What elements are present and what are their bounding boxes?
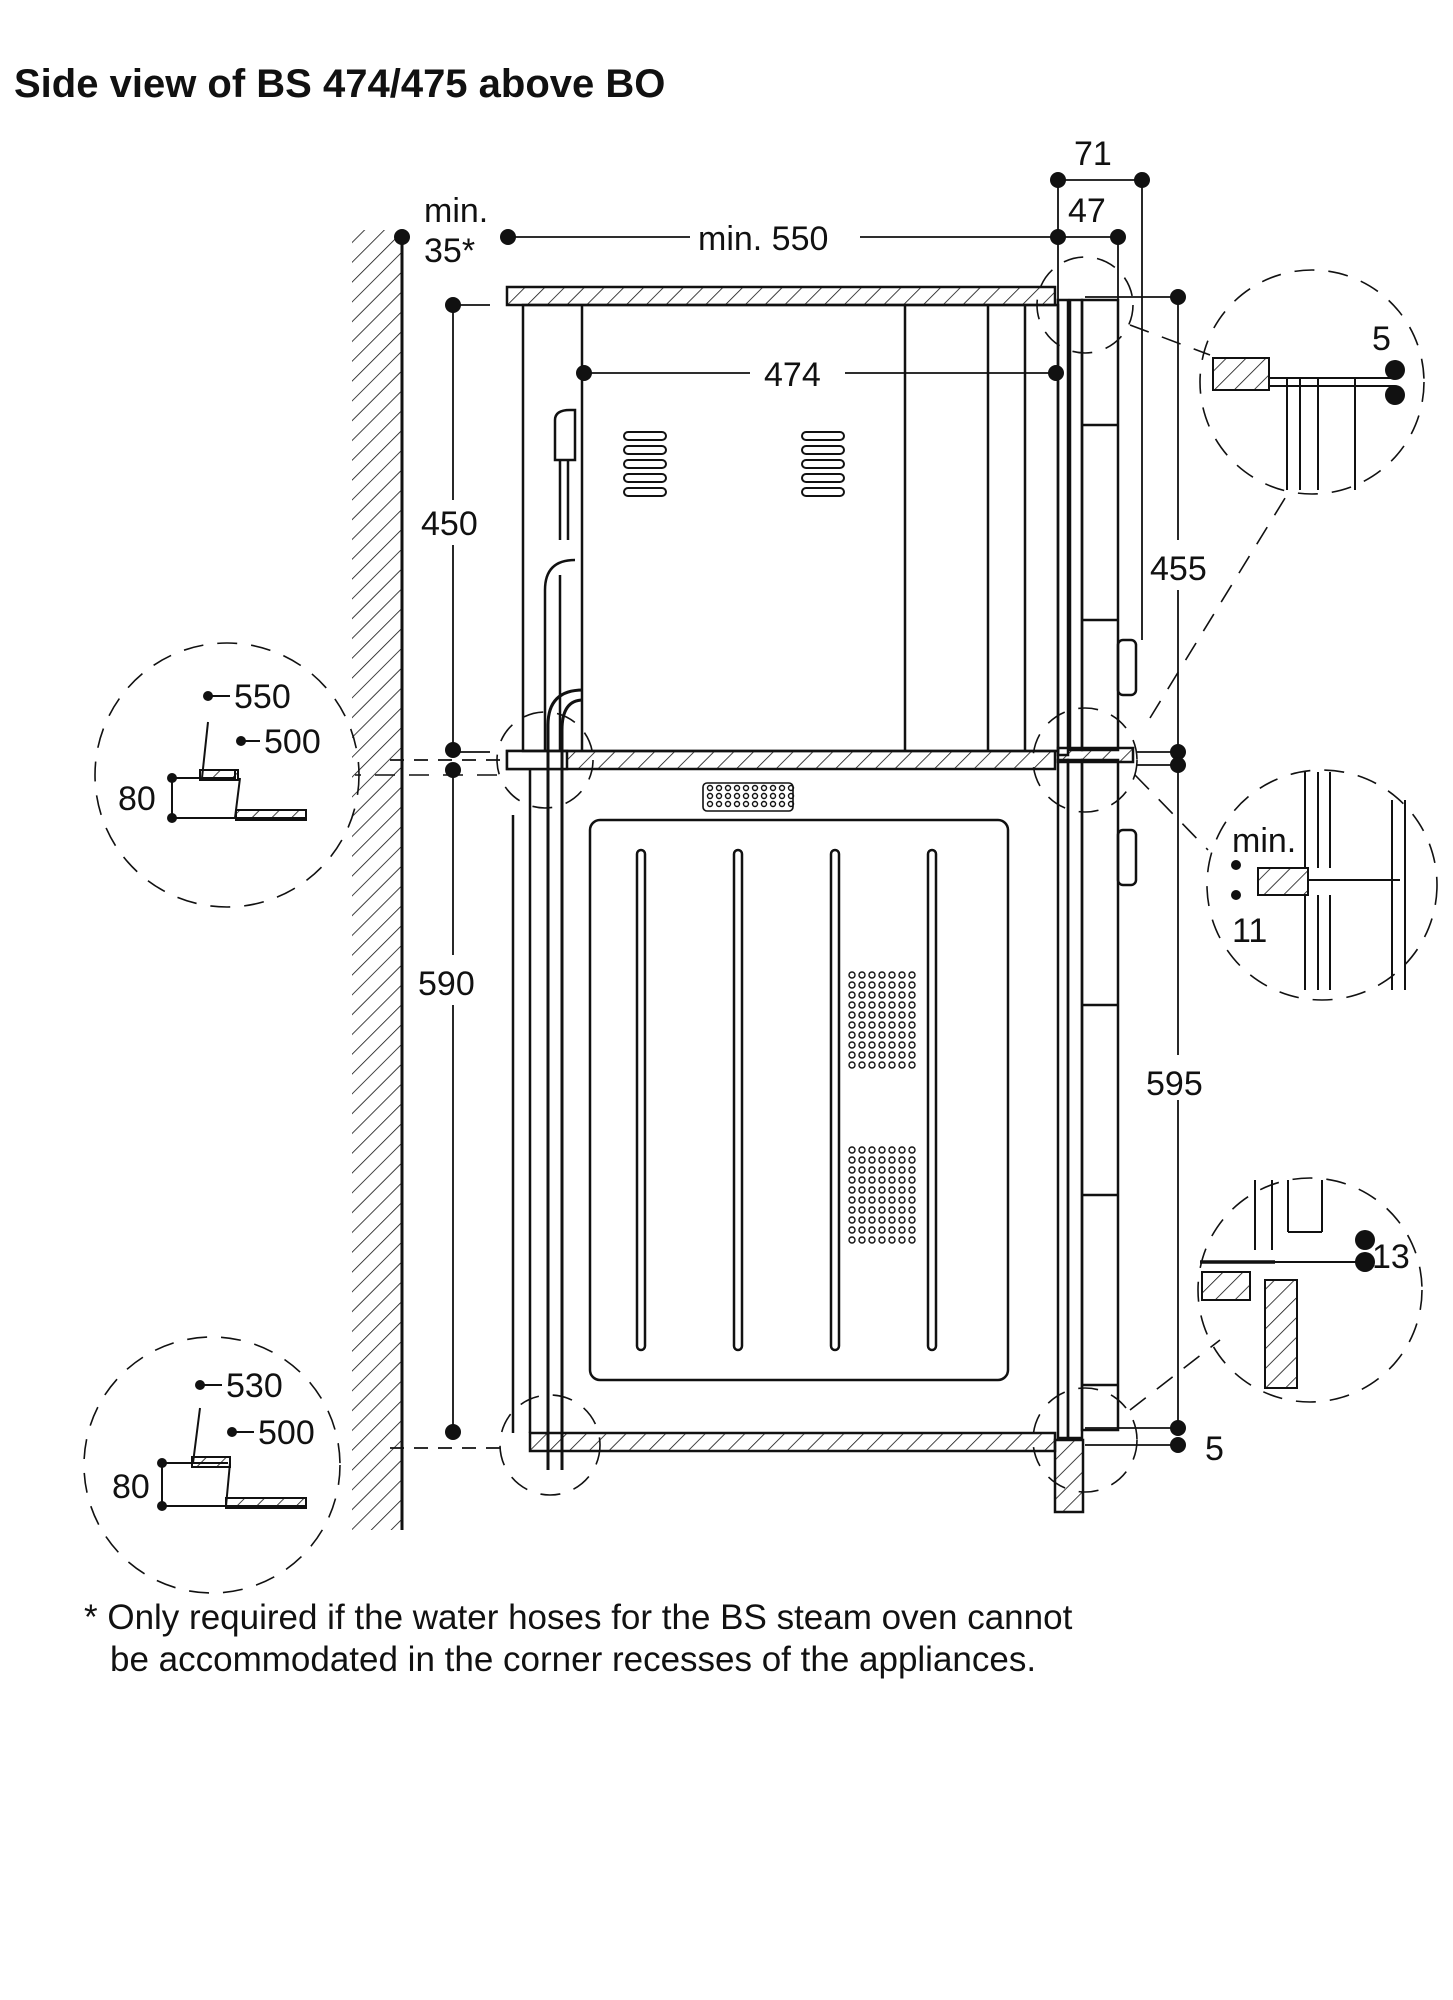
dim-5-bottom: 5 <box>1205 1430 1224 1468</box>
dimension-dots <box>157 172 1405 1511</box>
plinth <box>1053 1438 1085 1514</box>
dim-47: 47 <box>1068 192 1106 230</box>
page-title: Side view of BS 474/475 above BO <box>14 62 666 106</box>
dim-35: 35* <box>424 232 475 270</box>
dim-5-top: 5 <box>1372 320 1391 358</box>
dim-530: 530 <box>226 1367 283 1405</box>
detail-left-upper <box>171 695 307 821</box>
dim-590: 590 <box>418 965 475 1003</box>
built-in-oven-front <box>1056 746 1138 1440</box>
dimension-labels: 71 47 min. 35* min. 550 474 450 455 590 … <box>112 135 1410 1506</box>
dim-80-upper: 80 <box>118 780 156 818</box>
dim-455: 455 <box>1150 550 1207 588</box>
middle-board <box>505 749 1057 771</box>
dim-80-lower: 80 <box>112 1468 150 1506</box>
bottom-board <box>528 1431 1057 1453</box>
dim-13: 13 <box>1372 1238 1410 1276</box>
dim-500-lower: 500 <box>258 1414 315 1452</box>
oven-perforations <box>706 784 916 1244</box>
steam-oven-front <box>1056 298 1138 757</box>
dim-500-upper: 500 <box>264 723 321 761</box>
detail-top-right <box>1212 357 1395 490</box>
footnote-line-1: * Only required if the water hoses for t… <box>84 1598 1073 1637</box>
dim-min-550: min. 550 <box>698 220 828 258</box>
dim-11: 11 <box>1232 912 1267 950</box>
water-hose <box>546 688 584 1470</box>
detail-bottom-right <box>1200 1180 1372 1389</box>
wall <box>352 230 404 1530</box>
detail-left-lower <box>161 1384 307 1509</box>
detail-middle-right <box>1257 772 1406 990</box>
built-in-oven-body <box>511 769 1010 1433</box>
top-board <box>505 285 1057 307</box>
dim-71: 71 <box>1074 135 1112 173</box>
dim-550-detail: 550 <box>234 678 291 716</box>
dim-595: 595 <box>1146 1065 1203 1103</box>
dim-474: 474 <box>764 356 821 394</box>
footnote-line-2: be accommodated in the corner recesses o… <box>110 1640 1037 1679</box>
detail-callouts <box>83 256 1438 1594</box>
dimension-lines <box>390 179 1179 1449</box>
dim-min-detail: min. <box>1232 822 1296 860</box>
dim-min-label: min. <box>424 192 488 230</box>
dim-450: 450 <box>421 505 478 543</box>
